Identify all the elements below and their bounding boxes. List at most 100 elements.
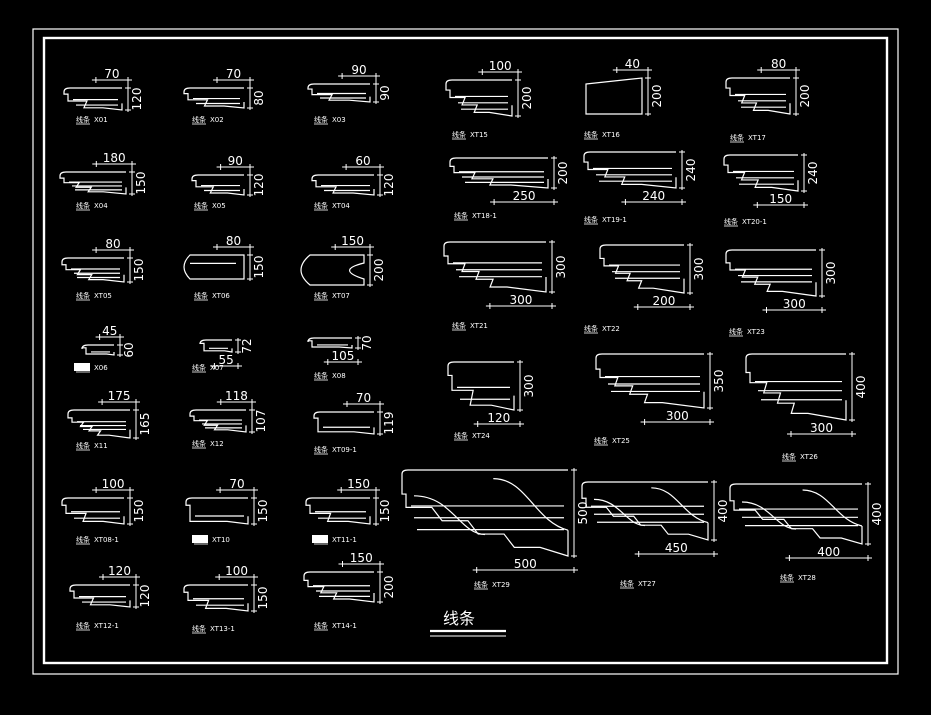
profile-label-prefix: 线条 <box>314 445 328 454</box>
profile-outline <box>745 353 847 421</box>
profile-code: XT15 <box>470 131 488 139</box>
profile-code: XT09-1 <box>332 446 357 454</box>
width-dimension: 240 <box>642 189 665 203</box>
width-dimension: 150 <box>347 477 370 491</box>
profile-outline <box>311 174 375 196</box>
profile-code: XT18-1 <box>472 212 497 220</box>
drawing-title: 线条 <box>443 609 475 628</box>
width-dimension: 40 <box>625 57 640 71</box>
profile-outline <box>300 254 365 286</box>
profile-curve <box>593 498 646 527</box>
profile-code: XT20-1 <box>742 218 767 226</box>
profile-code: XT04 <box>332 202 350 210</box>
width-dimension: 70 <box>229 477 244 491</box>
profile-label-prefix: 线条 <box>620 579 634 588</box>
profile-outline <box>63 87 123 111</box>
width-dimension: 100 <box>102 477 125 491</box>
profile-label-prefix: 线条 <box>76 535 90 544</box>
profile-label-prefix: 线条 <box>454 431 468 440</box>
profile-outline <box>443 241 547 293</box>
profile-curve <box>493 478 569 531</box>
profile-code: XT17 <box>748 134 766 142</box>
profile-code: XT23 <box>747 328 765 336</box>
profile-label-prefix: 线条 <box>194 201 208 210</box>
profile-code: X01 <box>94 116 108 124</box>
width-dimension: 60 <box>355 154 370 168</box>
width-dimension: 150 <box>341 234 364 248</box>
height-dimension: 150 <box>134 172 148 195</box>
height-dimension: 400 <box>716 500 730 523</box>
height-dimension: 350 <box>712 370 726 393</box>
profile-label-prefix: 线条 <box>454 211 468 220</box>
height-dimension: 120 <box>138 585 152 608</box>
width-dimension: 400 <box>817 545 840 559</box>
profile-outline <box>581 481 709 541</box>
profile-outline <box>183 254 245 280</box>
width-dimension: 150 <box>769 192 792 206</box>
profile-code: XT19-1 <box>602 216 627 224</box>
profile-outline <box>401 469 569 557</box>
profile-code: XT28 <box>798 574 816 582</box>
profile-outline <box>585 77 643 115</box>
height-dimension: 200 <box>520 87 534 110</box>
height-dimension: 240 <box>684 159 698 182</box>
width-dimension: 300 <box>666 409 689 423</box>
profile-outline <box>61 497 125 525</box>
profile-label-prefix: 线条 <box>314 201 328 210</box>
height-dimension: 500 <box>576 502 590 525</box>
profile-label-prefix: 线条 <box>584 130 598 139</box>
profile-label-prefix: 线条 <box>76 291 90 300</box>
profile-label-prefix: 线条 <box>474 580 488 589</box>
width-dimension: 300 <box>810 421 833 435</box>
height-dimension: 300 <box>692 258 706 281</box>
height-dimension: 165 <box>138 413 152 436</box>
height-dimension: 150 <box>256 587 270 610</box>
width-dimension: 45 <box>102 324 117 338</box>
profile-curve <box>802 489 863 527</box>
profile-code: XT21 <box>470 322 488 330</box>
profile-code: XT27 <box>638 580 656 588</box>
profile-outline <box>313 411 375 435</box>
profile-label-prefix: 线条 <box>729 327 743 336</box>
width-dimension: 55 <box>219 353 234 367</box>
profile-label-prefix: 线条 <box>452 321 466 330</box>
height-dimension: 150 <box>252 256 266 279</box>
profile-code: XT05 <box>94 292 112 300</box>
profile-outline <box>183 584 249 612</box>
width-dimension: 250 <box>513 189 536 203</box>
profile-curve <box>651 487 709 524</box>
profile-outline <box>199 339 233 353</box>
width-dimension: 118 <box>225 389 248 403</box>
profile-label-prefix: 线条 <box>76 115 90 124</box>
profile-curve <box>413 495 486 536</box>
width-dimension: 90 <box>351 63 366 77</box>
label-mark <box>74 363 90 371</box>
height-dimension: 120 <box>130 88 144 111</box>
profile-code: XT07 <box>332 292 350 300</box>
profile-label-prefix: 线条 <box>314 115 328 124</box>
width-dimension: 80 <box>105 237 120 251</box>
profile-code: X07 <box>210 364 224 372</box>
